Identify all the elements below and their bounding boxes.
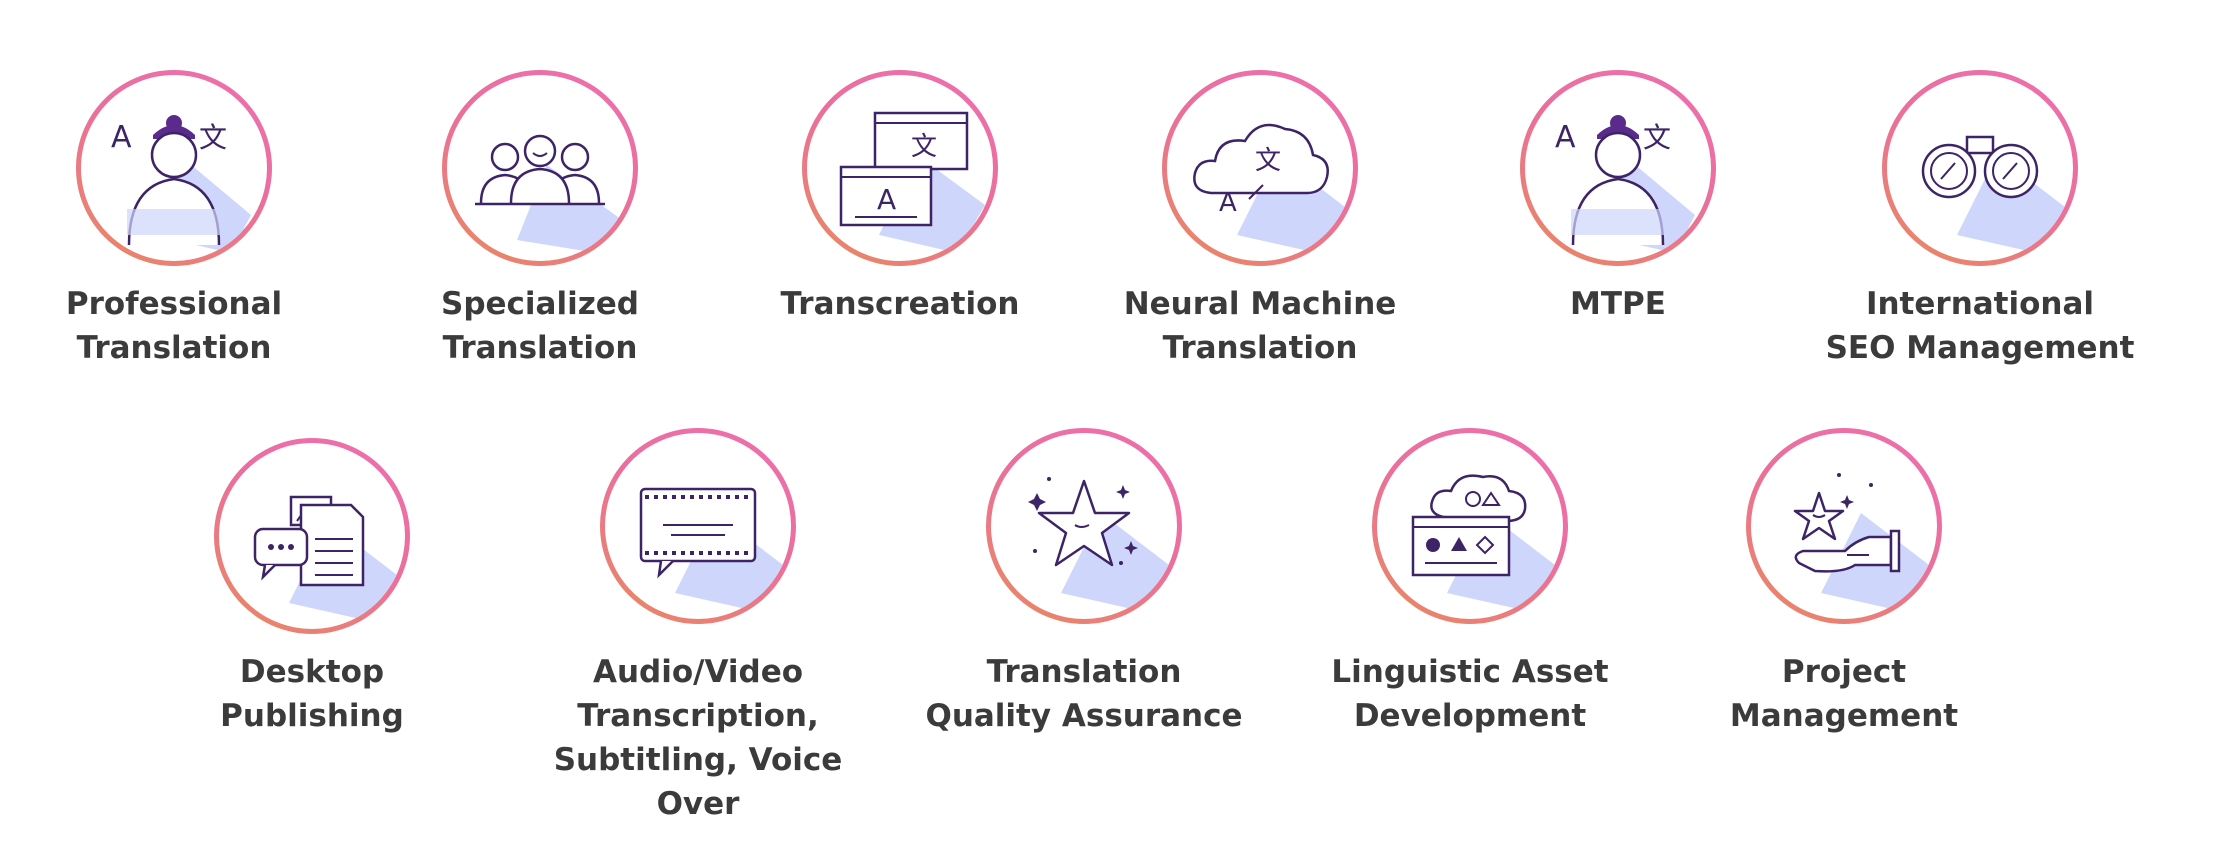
service-badge (986, 428, 1182, 624)
document-chat-icon (253, 495, 397, 621)
translator-person-icon: A 文 (1555, 115, 1695, 253)
service-badge: A 文 (76, 70, 272, 266)
svg-text:A: A (1219, 188, 1237, 218)
service-label: Audio/Video Transcription, Subtitling, V… (553, 654, 843, 822)
team-group-icon (475, 134, 622, 253)
service-label: MTPE (1570, 286, 1666, 322)
subtitle-screen-icon (639, 487, 783, 611)
cloud-shapes-window-icon (1411, 474, 1555, 611)
svg-text:A: A (111, 120, 132, 155)
service-label: Professional Translation (65, 286, 283, 366)
svg-text:文: 文 (1643, 121, 1671, 154)
cloud-translate-icon: 文 A (1193, 123, 1345, 253)
svg-text:文: 文 (1255, 146, 1281, 176)
service-badge: 文 A (802, 70, 998, 266)
hand-star-icon (1793, 473, 1929, 611)
service-badge: 文 A (1162, 70, 1358, 266)
svg-text:文: 文 (911, 132, 937, 162)
service-badge (1746, 428, 1942, 624)
service-badge (442, 70, 638, 266)
svg-text:A: A (877, 183, 896, 216)
service-label: Translation Quality Assurance (925, 654, 1243, 734)
service-label: Desktop Publishing (220, 654, 404, 734)
svg-text:A: A (1555, 120, 1576, 155)
service-label: Transcreation (780, 286, 1020, 322)
service-label: Neural Machine Translation (1123, 286, 1397, 366)
service-badge (1882, 70, 2078, 266)
binoculars-icon (1921, 135, 2065, 253)
service-badge (1372, 428, 1568, 624)
star-sparkle-icon (1028, 477, 1169, 611)
service-label: Specialized Translation (441, 286, 639, 366)
service-label: International SEO Management (1825, 286, 2135, 366)
svg-text:文: 文 (199, 121, 227, 154)
service-badge: A 文 (1520, 70, 1716, 266)
dual-window-translate-icon: 文 A (839, 111, 985, 253)
service-badge (214, 438, 410, 634)
translator-person-icon: A 文 (111, 115, 251, 253)
service-label: Linguistic Asset Development (1331, 654, 1609, 734)
service-badge (600, 428, 796, 624)
service-label: Project Management (1729, 654, 1959, 734)
